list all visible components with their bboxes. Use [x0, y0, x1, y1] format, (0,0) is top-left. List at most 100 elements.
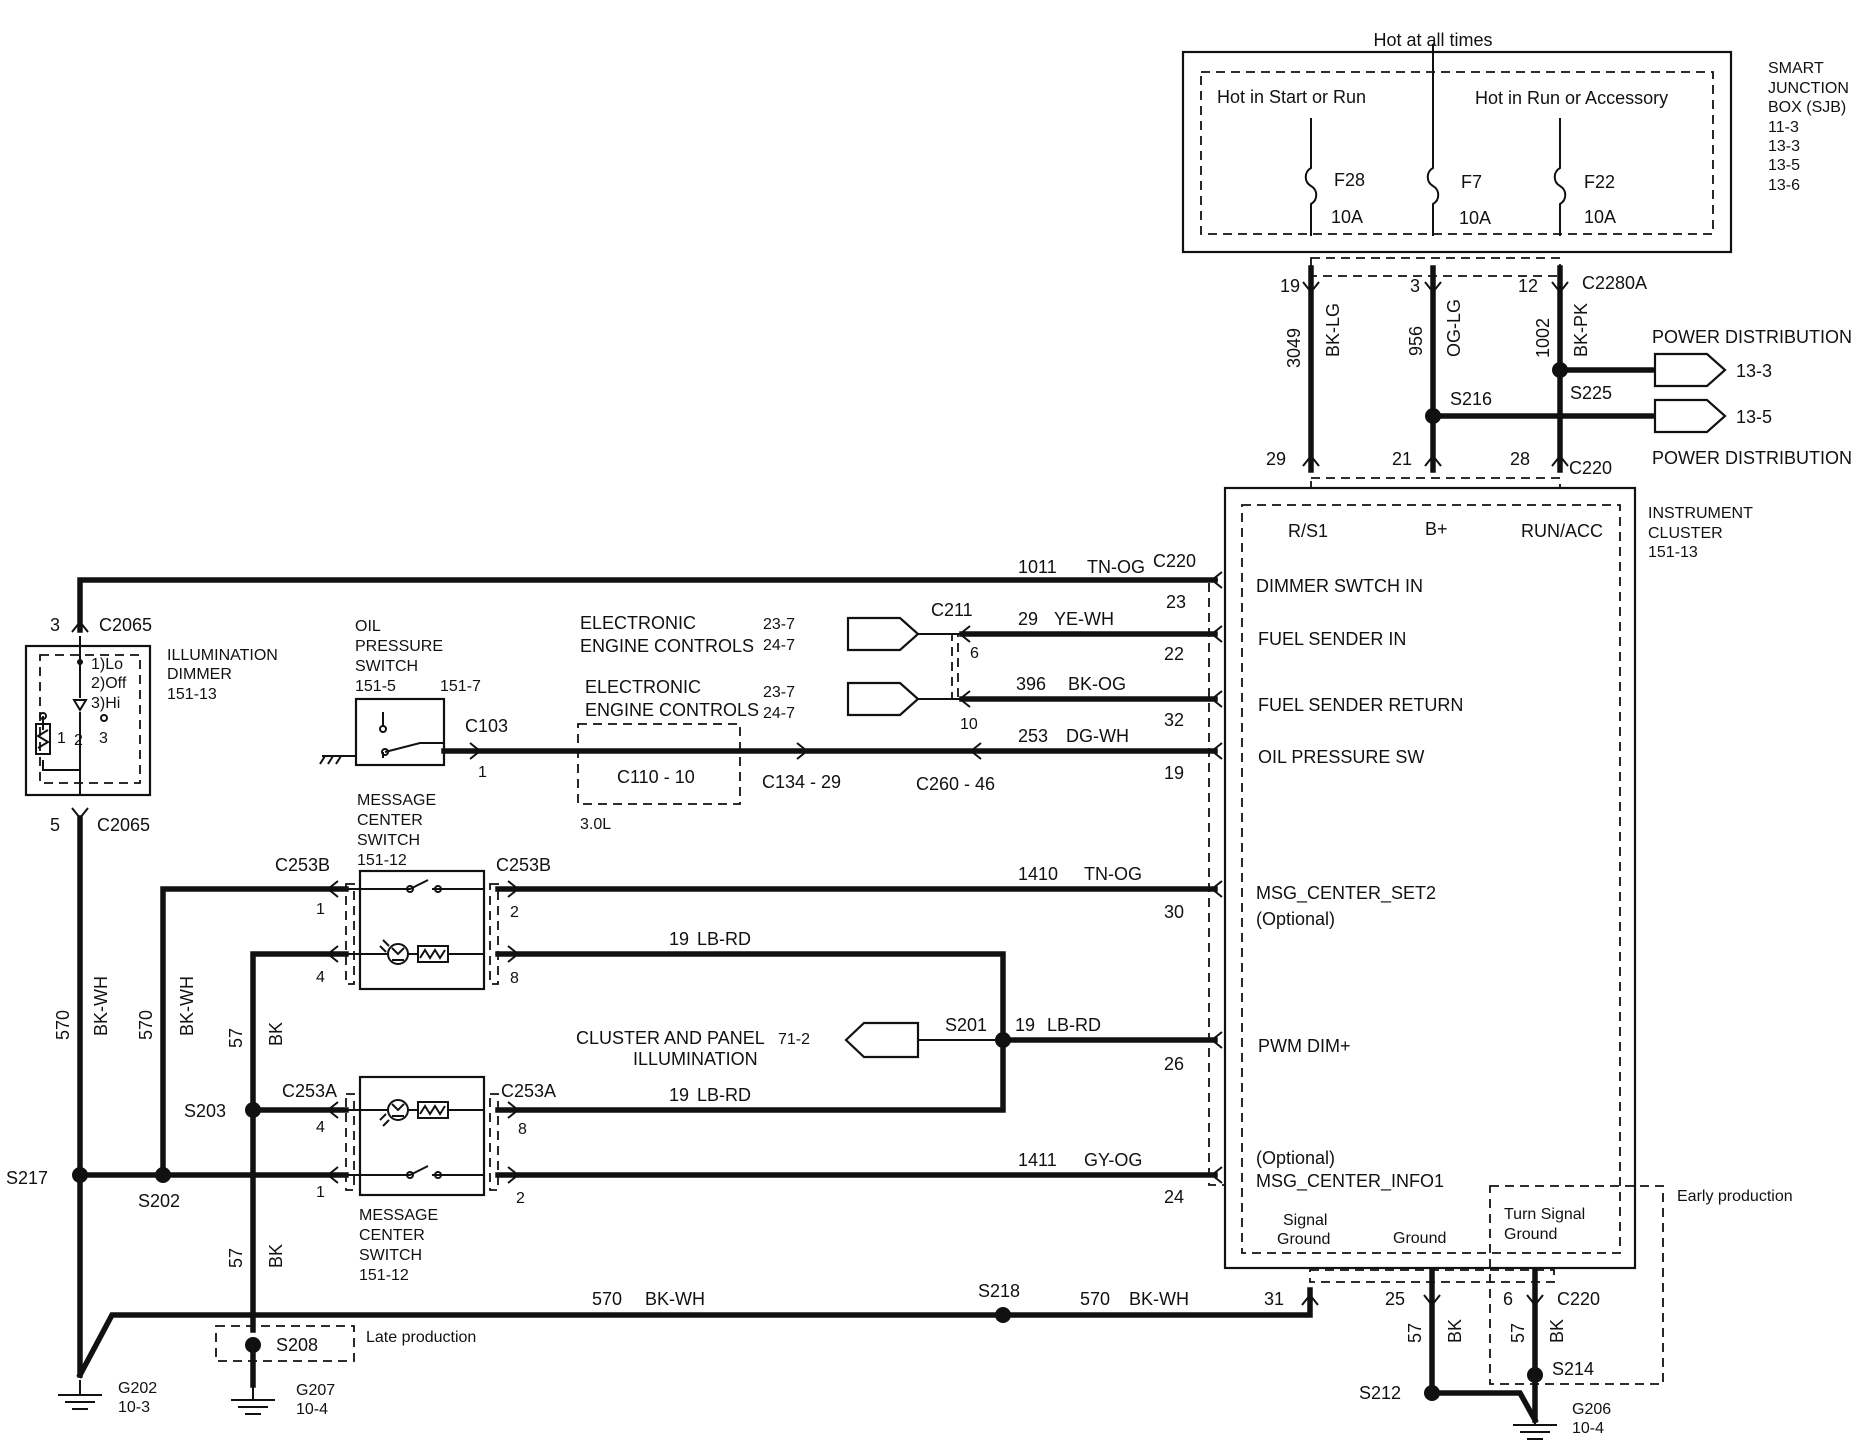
pin-bplus-label: B+	[1425, 519, 1448, 539]
dimmer-circuit: 1011 TN-OG C220 23 3 C2065 1)Lo 2)Off 3)…	[24, 551, 1223, 835]
s218-label: S218	[978, 1281, 1020, 1301]
fuse-f7-icon	[1426, 52, 1440, 236]
fuse-f7-rating: 10A	[1459, 208, 1491, 228]
wire-253-circuit: 253	[1018, 726, 1048, 746]
c253a-pin-8: 8	[518, 1121, 527, 1138]
pin-msg-center-info1-optional: (Optional)	[1256, 1148, 1335, 1168]
wire-396-circuit: 396	[1016, 674, 1046, 694]
wire-1011	[77, 577, 1218, 633]
wire-570b-circuit: 570	[1080, 1289, 1110, 1309]
late-production-label: Late production	[366, 1329, 476, 1346]
ground-g206-icon	[1513, 1420, 1557, 1440]
message-center-wires: 1410 TN-OG 30 19 LB-RD 19 LB-RD S201 19 …	[77, 864, 1223, 1333]
wire-57-color: BK	[266, 1022, 286, 1046]
fuse-f28-name: F28	[1334, 170, 1365, 190]
pin-msg-center-set2: MSG_CENTER_SET2	[1256, 883, 1436, 904]
fuse-f22-name: F22	[1584, 172, 1615, 192]
wire-570-ground	[76, 1287, 1313, 1379]
wire-1411-pin: 24	[1164, 1187, 1184, 1207]
cluster-illumination-label-1: CLUSTER AND PANEL	[576, 1028, 765, 1048]
wire-57-right-pin-6: 6	[1503, 1289, 1513, 1309]
wire-19b-pin: 26	[1164, 1054, 1184, 1074]
c253b-pin-4: 4	[316, 969, 325, 986]
wire-570b-pin: 31	[1264, 1289, 1284, 1309]
signal-ground-line2: Ground	[1277, 1231, 1330, 1248]
engine-controls-connector-2	[846, 681, 920, 717]
dimmer-position-lo: 1)Lo	[91, 656, 123, 673]
pin-dimmer-switch-in: DIMMER SWTCH IN	[1256, 576, 1423, 596]
wire-396-color: BK-OG	[1068, 674, 1126, 694]
engine-controls-1-ref1: 23-7	[763, 616, 795, 633]
s225-label: S225	[1570, 383, 1612, 403]
engine-controls-1-line2: ENGINE CONTROLS	[580, 636, 754, 656]
splice-s212	[1424, 1385, 1440, 1401]
wire-1011-connector: C220	[1153, 551, 1196, 571]
early-production-label: Early production	[1677, 1188, 1793, 1205]
s202-label: S202	[138, 1191, 180, 1211]
instrument-cluster: INSTRUMENT CLUSTER 151-13 R/S1 B+ RUN/AC…	[1223, 486, 1753, 1270]
wire-1411-color: GY-OG	[1084, 1150, 1142, 1170]
c134-label: C134 - 29	[762, 772, 841, 792]
power-distribution-label-2: POWER DISTRIBUTION	[1652, 448, 1852, 468]
c220-top-label: C220	[1569, 458, 1612, 478]
ground-pin-label: Ground	[1393, 1230, 1446, 1247]
ground-g202-icon	[58, 1380, 102, 1410]
wire-57-switch-top	[250, 951, 349, 1333]
turn-signal-ground-line1: Turn Signal	[1504, 1206, 1585, 1223]
c253a-pin-2: 2	[516, 1190, 525, 1207]
engine-controls-1-line1: ELECTRONIC	[580, 613, 696, 633]
power-distribution-connector-1	[1653, 352, 1727, 388]
signal-ground-line1: Signal	[1283, 1212, 1327, 1229]
dimmer-position-off: 2)Off	[91, 675, 127, 692]
g206-ref: 10-4	[1572, 1420, 1604, 1437]
g207-label: G207	[296, 1382, 335, 1399]
wire-57-right-1-circuit: 57	[1405, 1323, 1425, 1343]
oil-pressure-switch-ref2: 151-7	[440, 678, 481, 695]
wire-1411-circuit: 1411	[1018, 1150, 1057, 1170]
oil-pressure-switch-label-1: OIL	[355, 618, 381, 635]
sjb-label-line7: 13-6	[1768, 177, 1800, 194]
msg-switch-top-label-3: SWITCH	[357, 832, 420, 849]
wire-57-circuit: 57	[226, 1028, 246, 1048]
power-distribution: S216 S225 POWER DISTRIBUTION 13-3 13-5 P…	[1425, 327, 1852, 468]
illumination-dimmer-label-1: ILLUMINATION	[167, 647, 278, 664]
power-wires: 3049 BK-LG 956 OG-LG 1002 BK-PK	[1284, 265, 1591, 473]
engine-controls-connector-1	[846, 616, 920, 652]
connector-c220-left	[1208, 579, 1226, 1186]
wire-1011-color: TN-OG	[1087, 557, 1145, 577]
s201-label: S201	[945, 1015, 987, 1035]
wire-29-circuit: 29	[1018, 609, 1038, 629]
fuse-f28-rating: 10A	[1331, 207, 1363, 227]
dimmer-connector-top: C2065	[99, 615, 152, 635]
pin-fuel-sender-in: FUEL SENDER IN	[1258, 629, 1406, 649]
msg-switch-top-label-2: CENTER	[357, 812, 423, 829]
dimmer-wiper-icon	[72, 699, 88, 712]
connector-c220-top: 29 21 28 C220	[1266, 449, 1612, 491]
wire-1011-pin: 23	[1166, 592, 1186, 612]
illumination-dimmer-box	[24, 644, 152, 797]
sjb-label-line2: JUNCTION	[1768, 80, 1849, 97]
sjb-label-line4: 11-3	[1768, 119, 1799, 136]
oil-pressure-switch-ref1: 151-5	[355, 678, 396, 695]
wire-570-bottom-color: BK-WH	[645, 1289, 705, 1309]
fuse-f7-name: F7	[1461, 172, 1482, 192]
sjb-label-line3: BOX (SJB)	[1768, 99, 1846, 116]
wire-19b-color: LB-RD	[1047, 1015, 1101, 1035]
engine-3-0l-label: 3.0L	[580, 816, 611, 833]
early-production-box	[1489, 1185, 1664, 1385]
c103-pin-1: 1	[478, 764, 487, 781]
engine-controls-2-ref2: 24-7	[763, 705, 795, 722]
engine-3-0l-box	[577, 723, 741, 805]
ground-g207-icon	[231, 1385, 275, 1415]
cluster-illumination-label-2: ILLUMINATION	[633, 1049, 758, 1069]
fuel-sender-circuit: C211 6 10 29 YE-WH 22 396 BK-OG 32 ELECT…	[580, 600, 1223, 733]
dimmer-contact-3: 3	[99, 730, 108, 747]
c253b-left-label: C253B	[275, 855, 330, 875]
wire-57-right-pin-25: 25	[1385, 1289, 1405, 1309]
msg-switch-bottom-label-2: CENTER	[359, 1227, 425, 1244]
wire-396-pin: 32	[1164, 710, 1184, 730]
message-center-switches: MESSAGE CENTER SWITCH 151-12 MESSAGE CEN…	[275, 792, 556, 1284]
c220-bottom-label: C220	[1557, 1289, 1600, 1309]
dimmer-pin-bottom: 5	[50, 815, 60, 835]
